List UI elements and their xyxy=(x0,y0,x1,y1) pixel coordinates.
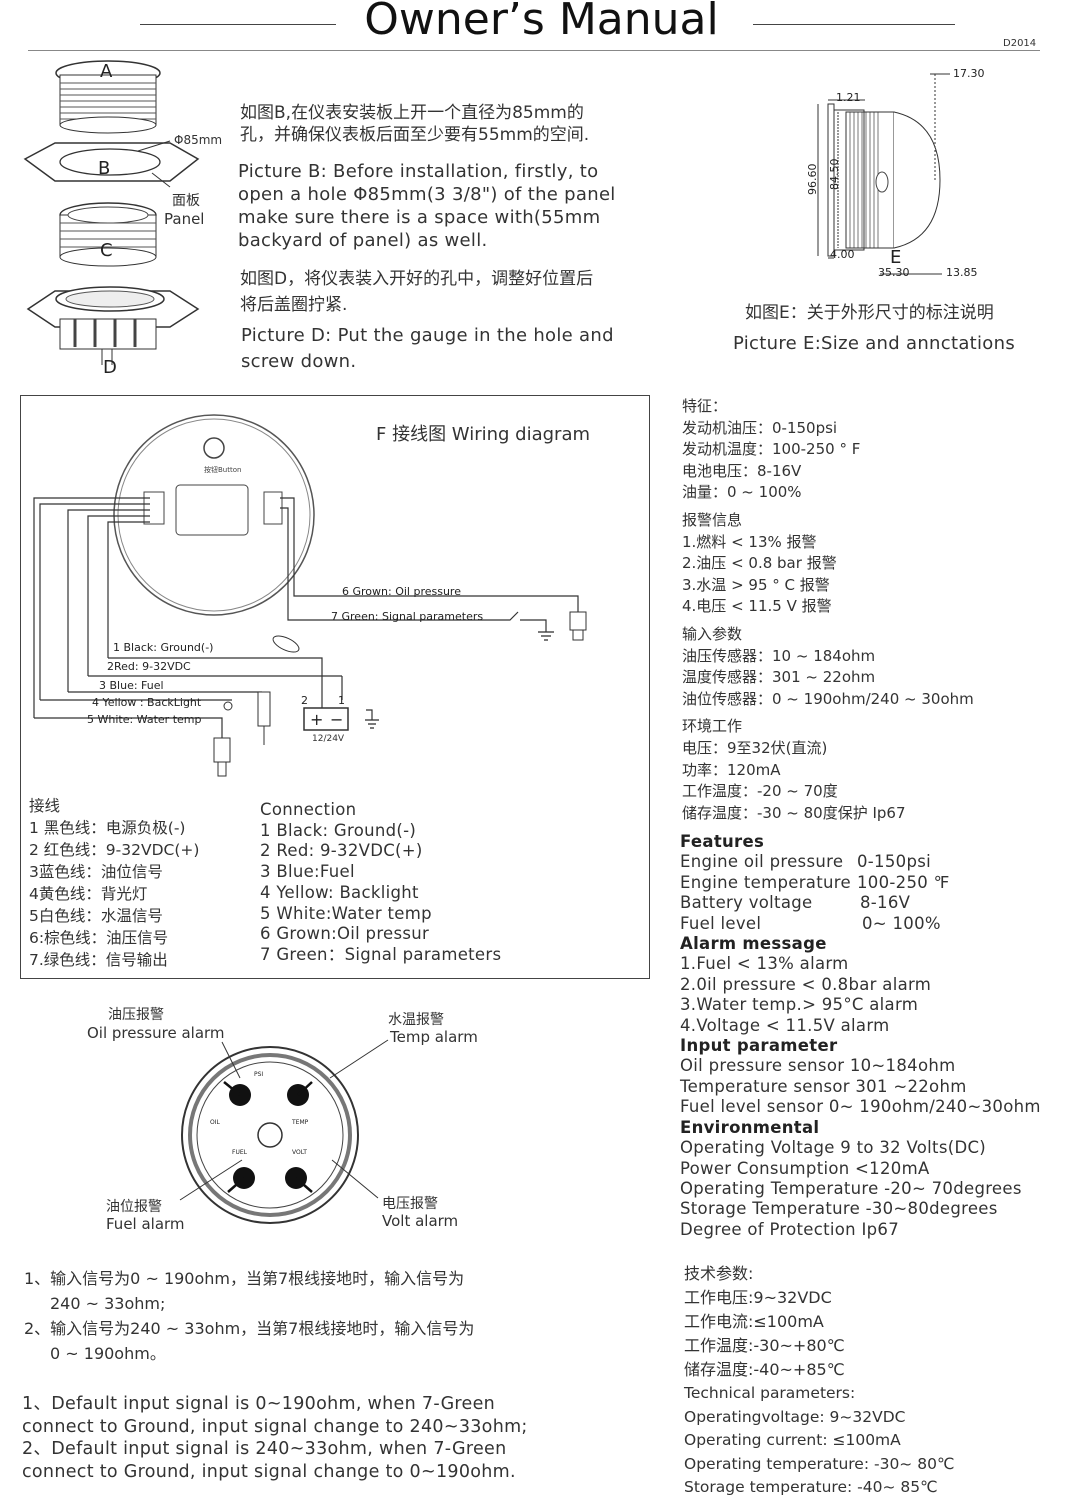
temp-alarm-en: Temp alarm xyxy=(390,1028,478,1046)
wire-num-1: 1 xyxy=(338,694,345,707)
gauge-leader-lines xyxy=(179,1039,389,1201)
dial-temp: TEMP xyxy=(291,1119,309,1126)
notes-cn: 1、输入信号为0 ~ 190ohm，当第7根线接地时，输入信号为 240 ~ 3… xyxy=(24,1269,475,1363)
label-e: E xyxy=(890,247,902,268)
wire-1-label: 1 Black: Ground(-) xyxy=(113,641,214,654)
svg-text:−: − xyxy=(330,710,343,729)
label-d: D xyxy=(103,357,117,378)
fuel-alarm-en: Fuel alarm xyxy=(106,1215,185,1233)
fuel-alarm-cn: 油位报警 xyxy=(106,1199,162,1215)
dim-4-00: 4.00 xyxy=(830,248,855,261)
oil-alarm-en: Oil pressure alarm xyxy=(87,1024,225,1042)
voltage-label: 12/24V xyxy=(312,734,345,744)
wire-5-label: 5 White: Water temp xyxy=(87,713,202,726)
connection-cn: 接线 1 黑色线：电源负极(-)2 红色线：9-32VDC(+) 3蓝色线：油位… xyxy=(29,797,200,969)
dim-1-21: 1.21 xyxy=(836,91,861,104)
dim-35-30: 35.30 xyxy=(878,266,910,279)
install-b-en: Picture B: Before installation, firstly,… xyxy=(238,161,616,251)
title-rule-right xyxy=(753,24,955,25)
oil-alarm-cn: 油压报警 xyxy=(108,1007,164,1023)
wire-num-2: 2 xyxy=(301,694,308,707)
tech-en: Technical parameters: Operatingvoltage: … xyxy=(684,1384,955,1496)
install-d-en: Picture D: Put the gauge in the hole and… xyxy=(241,325,614,372)
part-d-assembled xyxy=(26,286,200,365)
wire-6-label: 6 Grown: Oil pressure xyxy=(342,585,461,598)
label-c: C xyxy=(100,240,113,261)
header-rule xyxy=(28,50,1040,51)
notes-en: 1、Default input signal is 0~190ohm, when… xyxy=(22,1394,528,1482)
dim-84-50: 84.50 xyxy=(828,158,841,191)
wire-7-label: 7 Green: Signal parameters xyxy=(331,610,484,623)
install-d-cn: 如图D，将仪表装入开好的孔中，调整好位置后将后盖圈拧紧. xyxy=(240,269,594,315)
dial-psi: PSI xyxy=(254,1071,263,1078)
page-title: Owner’s Manual xyxy=(364,0,719,45)
label-panel-en: Panel xyxy=(164,210,205,228)
dim-13-85: 13.85 xyxy=(946,266,978,279)
wire-3-label: 3 Blue: Fuel xyxy=(99,679,164,692)
dial-fuel: FUEL xyxy=(232,1149,248,1156)
caption-e-cn: 如图E：关于外形尺寸的标注说明 xyxy=(745,303,994,323)
install-b-cn: 如图B,在仪表安装板上开一个直径为85mm的孔，并确保仪表板后面至少要有55mm… xyxy=(240,103,590,145)
button-label: 按钮Button xyxy=(204,466,242,474)
wiring-title: F 接线图 Wiring diagram xyxy=(376,424,591,445)
part-a-gauge xyxy=(55,60,161,134)
title-rule-left xyxy=(140,24,336,25)
install-illustration xyxy=(23,60,200,365)
dim-17-30: 17.30 xyxy=(953,67,985,80)
wire-2-label: 2Red: 9-32VDC xyxy=(107,660,191,673)
dim-96-60: 96.60 xyxy=(806,163,819,196)
volt-alarm-cn: 电压报警 xyxy=(382,1196,438,1212)
part-b-panel xyxy=(23,140,200,188)
label-a: A xyxy=(100,61,113,82)
svg-text:+: + xyxy=(310,710,323,729)
wiring-diagram-box xyxy=(20,395,650,979)
caption-e-en: Picture E:Size and annctations xyxy=(733,333,1016,354)
label-b: B xyxy=(98,158,111,179)
wire-4-label: 4 Yellow : BackLight xyxy=(92,696,202,709)
connection-en: Connection 1 Black: Ground(-)2 Red: 9-32… xyxy=(260,800,502,964)
dial-volt: VOLT xyxy=(292,1149,307,1156)
volt-alarm-en: Volt alarm xyxy=(382,1212,459,1230)
label-panel-cn: 面板 xyxy=(172,193,200,209)
dial-oil: OIL xyxy=(210,1119,220,1126)
part-c-ring xyxy=(59,202,157,267)
document-code: D2014 xyxy=(1003,38,1037,49)
wiring-schematic: + − xyxy=(33,414,587,777)
dimension-drawing xyxy=(817,73,950,275)
temp-alarm-cn: 水温报警 xyxy=(388,1012,444,1028)
button-icon xyxy=(203,437,225,459)
label-hole-diameter: Φ85mm xyxy=(174,133,223,147)
gauge-illustration: OIL TEMP FUEL VOLT PSI xyxy=(181,1046,359,1224)
